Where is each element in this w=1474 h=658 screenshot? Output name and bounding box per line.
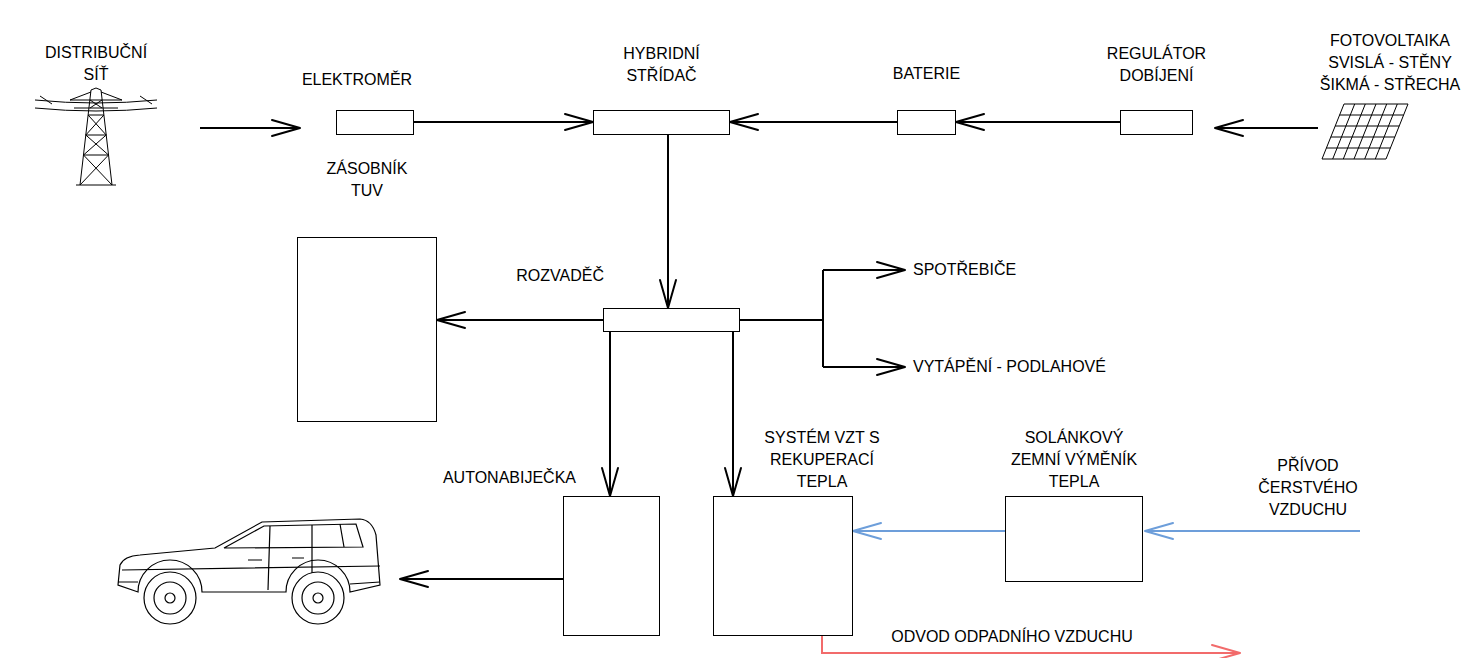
flow-arrow <box>437 319 603 321</box>
branch-arrow <box>823 366 905 368</box>
process-box: BATERIE <box>897 110 956 135</box>
box-heading: ZÁSOBNÍK TUV <box>317 158 417 202</box>
flow-label: PŘÍVOD ČERSTVÉHO VZDUCHU <box>1253 455 1363 521</box>
pylon-leg <box>80 88 112 185</box>
pylon-arm <box>70 92 122 108</box>
process-box: HYBRIDNÍ STŘÍDAČ <box>593 110 730 135</box>
flow-arrow <box>956 121 1120 123</box>
box-heading: SOLÁNKOVÝ ZEMNÍ VÝMĚNÍK TEPLA <box>1004 427 1144 493</box>
branch-arrow <box>823 269 905 271</box>
box-heading: SYSTÉM VZT S REKUPERACÍ TEPLA <box>760 427 885 493</box>
box-heading: AUTONABIJEČKA <box>443 467 576 489</box>
process-box: REGULÁTOR DOBÍJENÍ <box>1120 110 1193 135</box>
flow-arrow <box>732 332 734 496</box>
flow-label: ODVOD ODPADNÍHO VZDUCHU <box>891 626 1133 648</box>
car-rim <box>302 582 334 614</box>
branch-wire <box>740 270 823 367</box>
pylon-rung <box>76 115 116 185</box>
car-hub <box>313 593 323 603</box>
process-box: ELEKTROMĚR <box>336 110 414 135</box>
layout-arrows <box>200 128 1360 653</box>
box-heading: HYBRIDNÍ STŘÍDAČ <box>612 43 712 87</box>
process-box: ROZVADĚČ <box>603 308 740 332</box>
pylon-icon <box>35 88 157 185</box>
solar-panel-icon <box>1322 104 1408 159</box>
flow-arrow <box>730 121 897 123</box>
flow-label: FOTOVOLTAIKA SVISLÁ - STĚNY ŠIKMÁ - STŘE… <box>1313 30 1468 96</box>
process-box: ZÁSOBNÍK TUV <box>297 237 437 422</box>
flow-arrow <box>609 332 611 496</box>
flow-label: SPOTŘEBIČE <box>913 259 1016 281</box>
fresh-air-arrow <box>1145 530 1360 532</box>
box-heading: ROZVADĚČ <box>516 265 604 287</box>
supply-arrow <box>1215 127 1318 129</box>
box-heading: ELEKTROMĚR <box>302 69 412 91</box>
car-icon <box>118 519 380 624</box>
car-handle <box>248 558 304 560</box>
charge-arrow <box>400 578 563 580</box>
box-heading: BATERIE <box>893 63 960 85</box>
flow-arrow <box>414 121 593 123</box>
flow-label: DISTRIBUČNÍ SÍŤ <box>41 42 151 86</box>
flow-label: VYTÁPĚNÍ - PODLAHOVÉ <box>913 356 1106 378</box>
car-wheel <box>144 572 196 624</box>
process-box: SOLÁNKOVÝ ZEMNÍ VÝMĚNÍK TEPLA <box>1005 496 1143 582</box>
box-heading: REGULÁTOR DOBÍJENÍ <box>1102 43 1212 87</box>
process-box: AUTONABIJEČKA <box>563 496 660 636</box>
flow-arrow <box>853 530 1005 532</box>
flow-arrow <box>667 135 669 308</box>
panel-frame <box>1322 104 1408 159</box>
panel-grid <box>1333 104 1398 159</box>
supply-arrow <box>200 127 300 129</box>
car-wheel <box>292 572 344 624</box>
car-hub <box>165 593 175 603</box>
pylon-brace <box>80 100 112 185</box>
process-box: SYSTÉM VZT S REKUPERACÍ TEPLA <box>713 496 853 636</box>
car-rim <box>154 582 186 614</box>
